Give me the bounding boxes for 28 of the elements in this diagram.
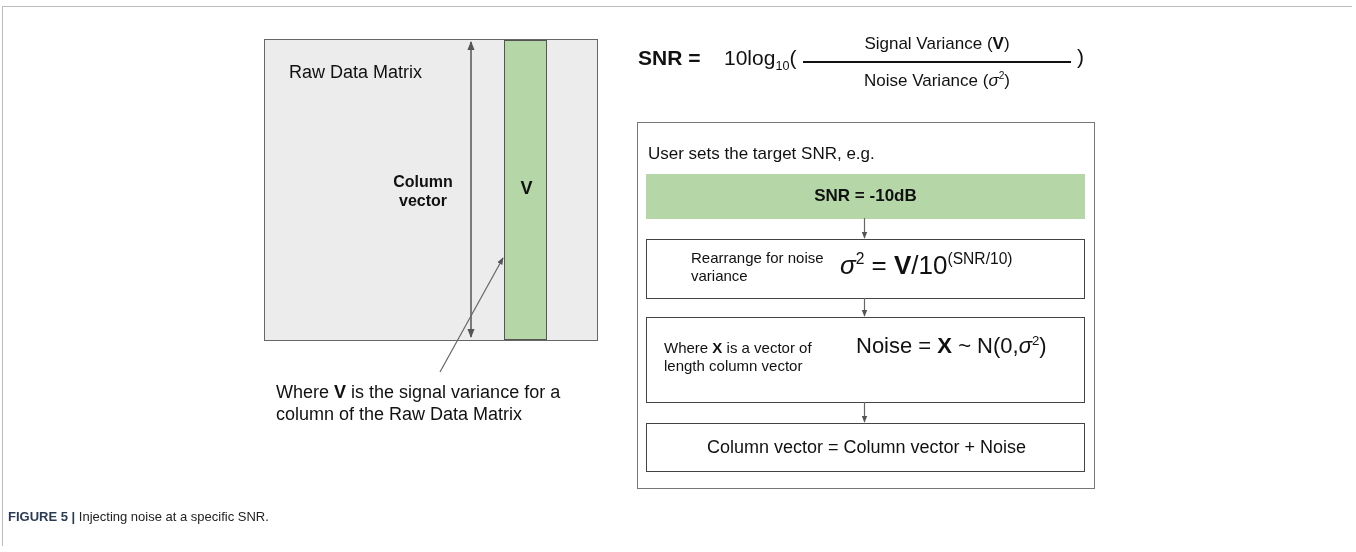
process-box (646, 174, 1085, 219)
node-text: σ$^{2}$ = V/10$^{(SNR/10)}$ (840, 250, 1014, 282)
node-text: Where V is the signal variance for a column of the Raw Data Matrix (276, 382, 562, 426)
node-text: Noise = X ~ N(0,σ$^{2}$) (856, 333, 1048, 360)
node-text: Rearrange for noise variance (691, 249, 825, 285)
formula-text: Noise Variance (σ$^{2}$) (863, 70, 1011, 92)
caption: FIGURE 5 | Injecting noise at a specific SNR. (8, 509, 269, 524)
formula-text: Signal Variance (V) (863, 34, 1011, 55)
arrow (439, 257, 504, 373)
axis-label: Column vector (392, 172, 454, 211)
node-text: SNR = -10dB (813, 186, 918, 207)
formula-text: ) (1077, 44, 1085, 70)
column-bar (504, 40, 547, 340)
panel-box (637, 122, 1095, 489)
process-box (646, 423, 1085, 472)
node-text: V (519, 178, 534, 200)
arrow (861, 217, 868, 239)
node-text: Where X is a vector of length column vector (664, 339, 813, 375)
arrow (861, 401, 868, 423)
process-box (646, 317, 1085, 403)
node-text: Column vector = Column vector + Noise (705, 437, 1028, 459)
matrix-box (264, 39, 598, 341)
formula-text: SNR = (638, 45, 702, 71)
arrow (861, 297, 868, 317)
node-text: Raw Data Matrix (289, 62, 424, 84)
formula-text: 10log$_{10}$( (724, 45, 798, 75)
node-text: User sets the target SNR, e.g. (648, 144, 876, 165)
process-box (646, 239, 1085, 299)
